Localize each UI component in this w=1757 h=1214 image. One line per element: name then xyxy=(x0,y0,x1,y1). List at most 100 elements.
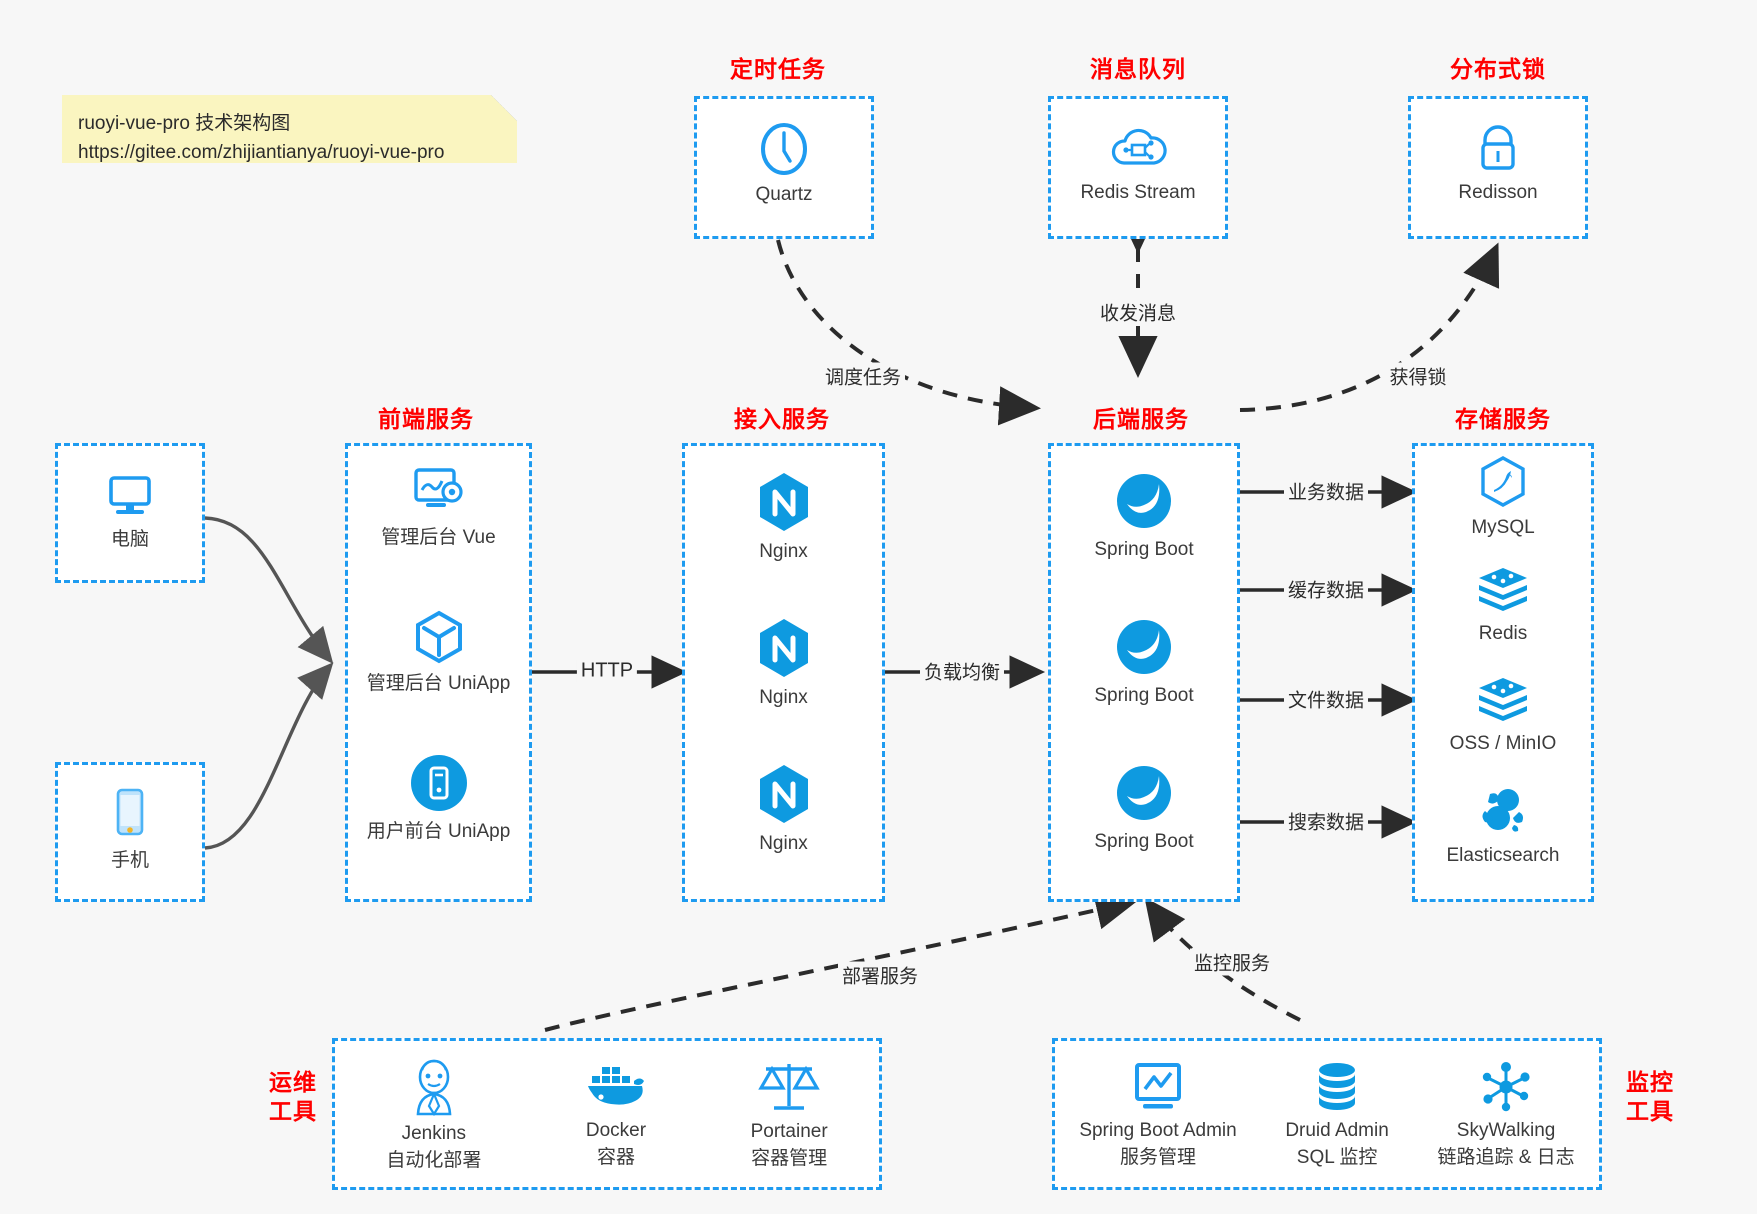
monitoring-title-line2: 工具 xyxy=(1626,1097,1674,1124)
group-box-message-queue[interactable]: Redis Stream xyxy=(1048,96,1228,239)
group-box-scheduled-task[interactable]: Quartz xyxy=(694,96,874,239)
mysql-dolphin-icon xyxy=(1475,454,1531,510)
node-sublabel: SQL 监控 xyxy=(1296,1147,1378,1168)
dashboard-gear-icon xyxy=(408,462,470,520)
node-nginx-3[interactable]: Nginx xyxy=(685,762,882,857)
note-title: ruoyi-vue-pro 技术架构图 xyxy=(78,113,291,134)
node-label: 电脑 xyxy=(110,529,149,550)
desktop-icon xyxy=(101,468,159,522)
node-label: Quartz xyxy=(755,184,813,205)
node-druid-admin[interactable]: Druid Admin SQL 监控 xyxy=(1285,1059,1389,1169)
node-label: 管理后台 UniApp xyxy=(366,673,511,694)
note-fold-corner xyxy=(491,95,517,121)
client-box-mobile[interactable]: 手机 xyxy=(55,762,205,902)
edge-label-http: HTTP xyxy=(576,659,638,683)
edge-label-cache-data: 缓存数据 xyxy=(1283,575,1369,603)
group-box-storage[interactable]: MySQL Redis xyxy=(1412,443,1594,902)
node-mobile[interactable]: 手机 xyxy=(58,785,202,874)
redis-stack-icon xyxy=(1474,564,1532,616)
node-admin-uniapp[interactable]: 管理后台 UniApp xyxy=(348,608,529,697)
node-nginx-1[interactable]: Nginx xyxy=(685,470,882,565)
node-spring-boot-1[interactable]: Spring Boot xyxy=(1051,470,1237,563)
group-title-devops: 运维 工具 xyxy=(258,1068,328,1126)
node-label: SkyWalking xyxy=(1456,1120,1556,1141)
node-label: 管理后台 Vue xyxy=(381,527,496,548)
node-label: Redis Stream xyxy=(1080,182,1196,203)
node-elasticsearch[interactable]: Elasticsearch xyxy=(1415,784,1591,869)
node-sublabel: 链路追踪 & 日志 xyxy=(1437,1147,1575,1168)
group-title-scheduled-task: 定时任务 xyxy=(730,56,826,82)
node-docker[interactable]: Docker 容器 xyxy=(584,1059,648,1169)
spring-leaf-icon xyxy=(1113,470,1175,532)
node-jenkins[interactable]: Jenkins 自动化部署 xyxy=(386,1056,481,1172)
group-box-devops[interactable]: Jenkins 自动化部署 Docker xyxy=(332,1038,882,1190)
node-label: MySQL xyxy=(1471,517,1535,538)
node-oss-minio[interactable]: OSS / MinIO xyxy=(1415,674,1591,757)
node-label: OSS / MinIO xyxy=(1449,733,1557,754)
note-url: https://gitee.com/zhijiantianya/ruoyi-vu… xyxy=(78,142,445,164)
node-skywalking[interactable]: SkyWalking 链路追踪 & 日志 xyxy=(1437,1059,1575,1169)
sticky-note: ruoyi-vue-pro 技术架构图 https://gitee.com/zh… xyxy=(62,95,517,163)
node-label: Druid Admin xyxy=(1285,1120,1389,1141)
node-redis[interactable]: Redis xyxy=(1415,564,1591,647)
node-label: Spring Boot xyxy=(1094,685,1194,706)
node-redis-stream[interactable]: Redis Stream xyxy=(1051,121,1225,206)
node-label: Redisson xyxy=(1458,182,1538,203)
edge-label-deploy-service: 部署服务 xyxy=(837,961,923,989)
jenkins-butler-icon xyxy=(405,1056,463,1118)
monitoring-title-line1: 监控 xyxy=(1626,1069,1674,1095)
node-nginx-2[interactable]: Nginx xyxy=(685,616,882,711)
group-box-distributed-lock[interactable]: Redisson xyxy=(1408,96,1588,239)
cloud-stream-icon xyxy=(1109,121,1167,175)
app-circle-icon xyxy=(408,752,470,814)
group-box-monitoring[interactable]: Spring Boot Admin 服务管理 Druid Admin SQL 监… xyxy=(1052,1038,1602,1190)
group-box-backend[interactable]: Spring Boot Spring Boot Spring Boot xyxy=(1048,443,1240,902)
docker-whale-icon xyxy=(584,1059,648,1115)
node-label: Spring Boot xyxy=(1094,539,1194,560)
node-mysql[interactable]: MySQL xyxy=(1415,454,1591,541)
cube-icon xyxy=(410,608,468,666)
edge-label-file-data: 文件数据 xyxy=(1283,685,1369,713)
node-label: Portainer xyxy=(750,1121,828,1142)
node-label: 用户前台 UniApp xyxy=(366,821,511,842)
node-label: 手机 xyxy=(110,850,149,871)
node-admin-vue[interactable]: 管理后台 Vue xyxy=(348,462,529,551)
group-box-frontend[interactable]: 管理后台 Vue 管理后台 UniApp 用户前台 UniApp xyxy=(345,443,532,902)
edge-label-send-receive-message: 收发消息 xyxy=(1095,298,1181,326)
monitor-chart-icon xyxy=(1127,1059,1189,1115)
group-title-frontend: 前端服务 xyxy=(378,406,474,432)
group-title-storage: 存储服务 xyxy=(1455,406,1551,432)
node-label: Jenkins xyxy=(401,1123,467,1144)
scales-icon xyxy=(758,1058,820,1116)
spring-leaf-icon xyxy=(1113,616,1175,678)
node-redisson[interactable]: Redisson xyxy=(1411,121,1585,206)
node-user-uniapp[interactable]: 用户前台 UniApp xyxy=(348,752,529,845)
node-desktop[interactable]: 电脑 xyxy=(58,468,202,553)
elasticsearch-icon xyxy=(1474,784,1532,838)
edge-label-business-data: 业务数据 xyxy=(1283,477,1369,505)
node-label: Nginx xyxy=(759,687,808,708)
node-portainer[interactable]: Portainer 容器管理 xyxy=(751,1058,828,1170)
node-sublabel: 容器管理 xyxy=(751,1148,828,1169)
node-spring-boot-3[interactable]: Spring Boot xyxy=(1051,762,1237,855)
redis-stack-icon xyxy=(1474,674,1532,726)
node-label: Nginx xyxy=(759,541,808,562)
node-label: Spring Boot xyxy=(1094,831,1194,852)
node-spring-boot-2[interactable]: Spring Boot xyxy=(1051,616,1237,709)
edge-label-monitor-service: 监控服务 xyxy=(1189,948,1275,976)
group-title-backend: 后端服务 xyxy=(1093,406,1189,432)
node-spring-boot-admin[interactable]: Spring Boot Admin 服务管理 xyxy=(1079,1059,1237,1169)
group-title-monitoring: 监控 工具 xyxy=(1610,1068,1690,1126)
group-box-gateway[interactable]: Nginx Nginx Nginx xyxy=(682,443,885,902)
client-box-desktop[interactable]: 电脑 xyxy=(55,443,205,583)
edge-label-acquire-lock: 获得锁 xyxy=(1385,362,1451,390)
edge-label-load-balance: 负载均衡 xyxy=(919,657,1005,685)
node-sublabel: 自动化部署 xyxy=(386,1150,482,1171)
node-quartz[interactable]: Quartz xyxy=(697,121,871,208)
mobile-icon xyxy=(107,785,153,843)
nginx-icon xyxy=(754,470,814,534)
nginx-icon xyxy=(754,762,814,826)
node-label: Nginx xyxy=(759,833,808,854)
node-sublabel: 容器 xyxy=(596,1147,635,1168)
